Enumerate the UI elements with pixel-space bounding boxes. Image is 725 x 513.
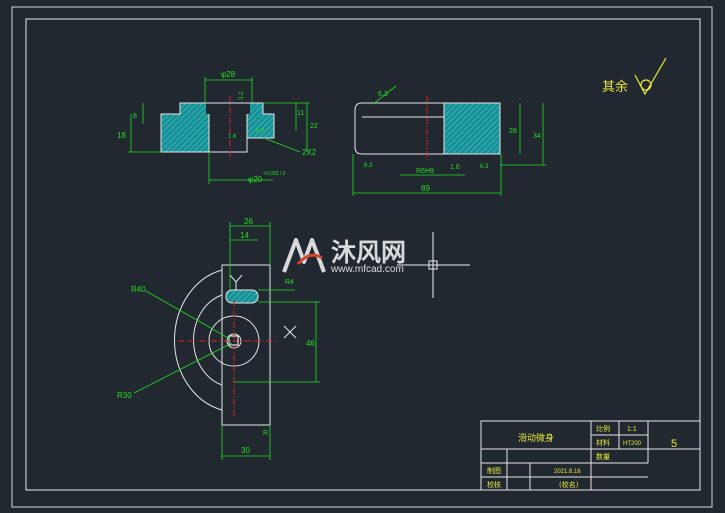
side-dim-mid-rough: 1.6 [450,164,460,171]
front-dim-r30: R30 [117,391,132,400]
side-dim-roughness-top: 6.3 [378,91,388,98]
roughness-symbol-icon [634,57,667,96]
front-dim-40-leader [145,290,231,340]
title-drawn-date: 2021.6.16 [554,469,581,475]
side-dim-28: 28 [509,128,517,135]
top-view-outline [160,102,275,153]
surface-note: 其余 [602,79,628,94]
watermark-logo-icon [282,238,326,273]
top-dim-18: 18 [117,131,126,140]
front-dim-26: 26 [244,217,253,226]
title-material-label: 材料 [596,438,610,447]
front-view-center-marker [228,335,239,346]
front-dim-14: 14 [240,231,249,240]
top-dim-small-a: 1.6 [228,134,237,140]
top-dim-11: 11 [297,110,304,117]
side-rough-leader [372,85,397,105]
side-dim-right-rough: 6.3 [480,164,489,170]
top-dim-28: φ28 [221,70,236,79]
watermark-brand: 沐风网 [331,239,406,267]
top-dim-bottom-tol: +0.033 / 0 [263,171,286,177]
front-dim-30-bottom: 30 [241,446,250,455]
front-view-y-mark [229,274,243,290]
top-dim-roughness-a: 3.2 [239,91,245,100]
inner-frame [25,18,701,491]
front-dim-46: 46 [306,339,315,348]
top-view: φ28 3.2 18 8 1.6 6.3 11 22 2X2 φ20 +0.03… [117,70,318,184]
top-view-left-section [161,114,209,152]
front-dim-slot-r: R4 [285,279,294,286]
top-view-right-section [247,114,274,138]
roughness-symbol-circle [640,79,652,91]
front-dim-r40: R40 [131,285,146,294]
title-check-label: 校核 [487,480,501,489]
side-view-hatch [444,103,500,154]
top-dim-bottom-dia: φ20 [248,175,263,184]
top-dim-chamfer: 2X2 [302,148,317,157]
title-part-name: 滑动微身 [518,432,554,444]
side-dim-89: 89 [421,184,430,193]
front-view-cross-mark [283,325,297,339]
watermark: 沐风网 www.mfcad.com [282,238,406,275]
front-dim-r-label: R [263,430,268,437]
watermark-url: www.mfcad.com [330,264,404,275]
side-dim-34: 34 [533,133,541,140]
front-dim-30-leader [133,342,233,394]
top-chamfer-leader [263,137,301,153]
top-dim-8: 8 [133,113,137,120]
front-view-body [221,264,271,426]
cad-crosshair-cursor[interactable] [397,232,470,298]
side-view-outline [354,102,501,155]
side-dim-bore: R6H9 [416,168,434,175]
title-material-value: HT200 [623,441,642,447]
title-scale-value: 1:1 [627,426,637,433]
title-school: (校名) [559,480,579,489]
side-dim-left-rough: 6.3 [364,163,373,169]
side-view: 6.3 28 34 6.3 R6H9 1.6 6.3 89 [352,85,546,196]
top-dim-22: 22 [310,123,318,130]
top-view-boss-left [180,103,206,114]
title-count-label: 数量 [596,452,610,461]
front-view-slot [225,289,259,304]
title-scale-label: 比例 [596,424,610,433]
top-dim-small-b: 6.3 [256,128,265,134]
top-view-boss-right [250,103,263,114]
outer-border [11,6,713,508]
front-view: 26 14 R4 R40 46 R30 R 30 [117,217,320,460]
title-drawn-label: 制图 [487,466,501,475]
title-block: 滑动微身 比例 1:1 材料 HT200 数量 5 制图 2021.6.16 校… [480,420,701,491]
front-view-outer-arc [174,269,223,411]
crosshair-pickbox [428,260,438,270]
front-view-inner-arc [193,294,223,386]
title-sheet-number: 5 [671,438,677,450]
